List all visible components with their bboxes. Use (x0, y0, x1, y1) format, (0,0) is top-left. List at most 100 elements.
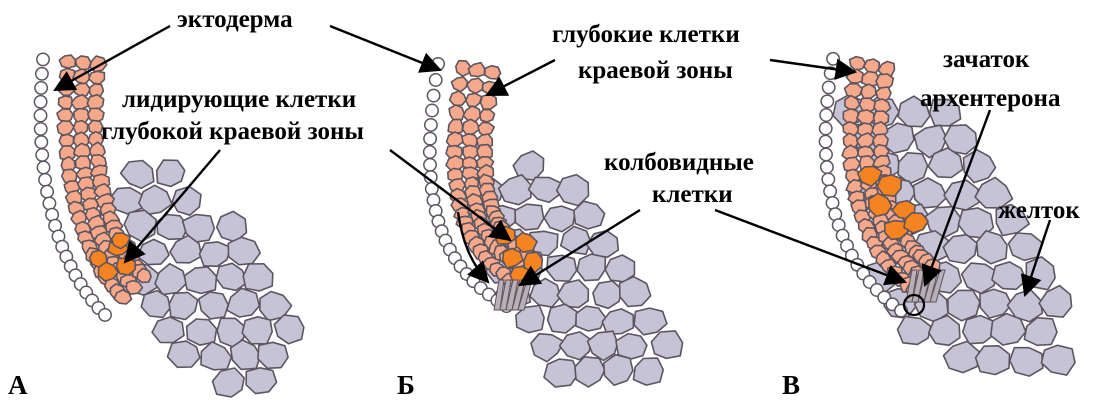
yolk-cell-a (184, 267, 216, 294)
panel-letter-v: В (782, 370, 800, 400)
label-ectoderm: эктодерма (177, 5, 293, 35)
panel-a-ectoderm-cell (34, 109, 46, 121)
yolk-cell-c (1039, 286, 1072, 318)
yolk-cell-b (544, 359, 579, 387)
yolk-cell-b (616, 334, 647, 359)
label-deep-cells-line1: глубокие клетки (552, 20, 740, 50)
label-archenteron-line2: архентерона (920, 84, 1060, 114)
panel-b-ectoderm-cell (426, 104, 438, 116)
panel-c-ectoderm-cell (826, 197, 838, 209)
yolk-cell-b (515, 204, 544, 230)
panel-a-ectoderm-cell (36, 68, 48, 80)
panel-a-ectoderm-cell (39, 174, 51, 186)
panel-c-ectoderm-cell (819, 135, 831, 147)
yolk-cell-b (548, 304, 578, 333)
yolk-cell-b (593, 281, 623, 308)
panel-c-ectoderm-cell (823, 81, 835, 93)
label-yolk: желток (998, 196, 1080, 226)
yolk-cell-b (577, 254, 605, 281)
yolk-cell-b (544, 206, 575, 232)
yolk-cell-a (242, 317, 272, 344)
yolk-cell-a (243, 264, 273, 291)
panel-c-ectoderm-cell (820, 148, 832, 160)
yolk-cell-b (499, 175, 531, 205)
yolk-cell-a (201, 342, 231, 370)
yolk-cell-c (898, 153, 928, 184)
yolk-cell-b (557, 280, 588, 308)
yolk-cell-b (604, 355, 633, 386)
yolk-cell-a (152, 317, 184, 343)
yolk-cell-b (634, 308, 667, 335)
yolk-cell-a (121, 161, 154, 189)
yolk-cell-a (200, 242, 231, 266)
yolk-cell-c (1026, 257, 1055, 290)
panel-c-deep-cell (850, 57, 866, 71)
yolk-cell-c (963, 316, 995, 344)
panel-a-ectoderm-cell (34, 96, 46, 108)
panel-letter-a: А (8, 370, 28, 400)
yolk-cell-b (633, 358, 663, 385)
yolk-cell-c (898, 316, 931, 344)
yolk-cell-a (246, 368, 277, 394)
label-bottle-cells-line2: клетки (652, 180, 733, 210)
yolk-cell-c (992, 262, 1027, 289)
yolk-cell-b (651, 331, 682, 359)
panel-b-deep-cell (463, 119, 480, 135)
panel-a-ectoderm-cell (36, 149, 48, 161)
panel-c-ectoderm-cell (827, 53, 839, 65)
arrow-ectoderm-b (330, 26, 440, 70)
panel-b-deep-cell (466, 93, 482, 107)
panel-a-deep-cell (71, 95, 88, 109)
yolk-cell-b (574, 201, 605, 229)
panel-c-ectoderm-cell (820, 109, 832, 121)
panel-c-ectoderm-cell (822, 173, 834, 185)
panel-a-deep-cell (76, 56, 91, 70)
label-bottle-cells-line1: колбовидные (604, 148, 754, 178)
panel-a-ectoderm-cell (41, 186, 53, 198)
yolk-cell-b (576, 306, 606, 331)
yolk-cell-a (227, 288, 260, 317)
panel-a-ectoderm-cell (37, 161, 49, 173)
panel-a-ectoderm-cell (37, 53, 49, 65)
yolk-cell-a (157, 160, 185, 186)
yolk-cell-b (531, 334, 564, 362)
panel-a-ectoderm-cell (35, 82, 47, 94)
panel-a-ectoderm-cell (35, 123, 47, 135)
yolk-cell-c (1010, 348, 1043, 376)
panel-c-deep-cell (843, 122, 859, 136)
label-deep-cells-line2: краевой зоны (578, 56, 733, 86)
yolk-cell-a (168, 341, 200, 367)
panel-b-deep-cell (450, 91, 467, 106)
panel-a-deep-cell (59, 96, 73, 109)
yolk-cell-a (258, 342, 288, 368)
panel-b-deep-cell (467, 78, 484, 93)
panel-a-ectoderm-cell (43, 197, 55, 209)
yolk-cell-a (213, 368, 245, 397)
panel-letter-b: Б (397, 370, 415, 400)
yolk-cell-b (560, 332, 591, 360)
panel-c-ectoderm-cell (821, 161, 833, 173)
yolk-cell-b (620, 277, 651, 307)
panel-b-ectoderm-cell (430, 74, 442, 86)
panel-b-deep-cell (480, 109, 495, 122)
panel-c-ectoderm-cell (821, 95, 833, 107)
yolk-cell-c (948, 290, 980, 321)
panel-b-deep-cell (451, 77, 467, 92)
yolk-cell-c (913, 178, 947, 208)
yolk-cell-a (169, 292, 198, 319)
yolk-cell-b (575, 357, 605, 387)
panel-b-deep-cell (485, 66, 501, 79)
panel-a-ectoderm-cell (99, 309, 111, 321)
yolk-cell-b (602, 309, 633, 335)
yolk-cell-c (1041, 345, 1075, 375)
label-archenteron-line1: зачаток (943, 45, 1029, 75)
panel-b-deep-cell (449, 105, 464, 121)
yolk-cell-a (199, 292, 228, 319)
panel-b-ectoderm-cell (424, 133, 436, 145)
yolk-cell-a (228, 237, 260, 265)
yolk-cell-a (274, 315, 304, 344)
panel-c-deep-cell (843, 109, 858, 124)
panel-c-ectoderm-cell (820, 122, 832, 134)
label-leading-cells-line1: лидирующие клетки (122, 85, 356, 115)
